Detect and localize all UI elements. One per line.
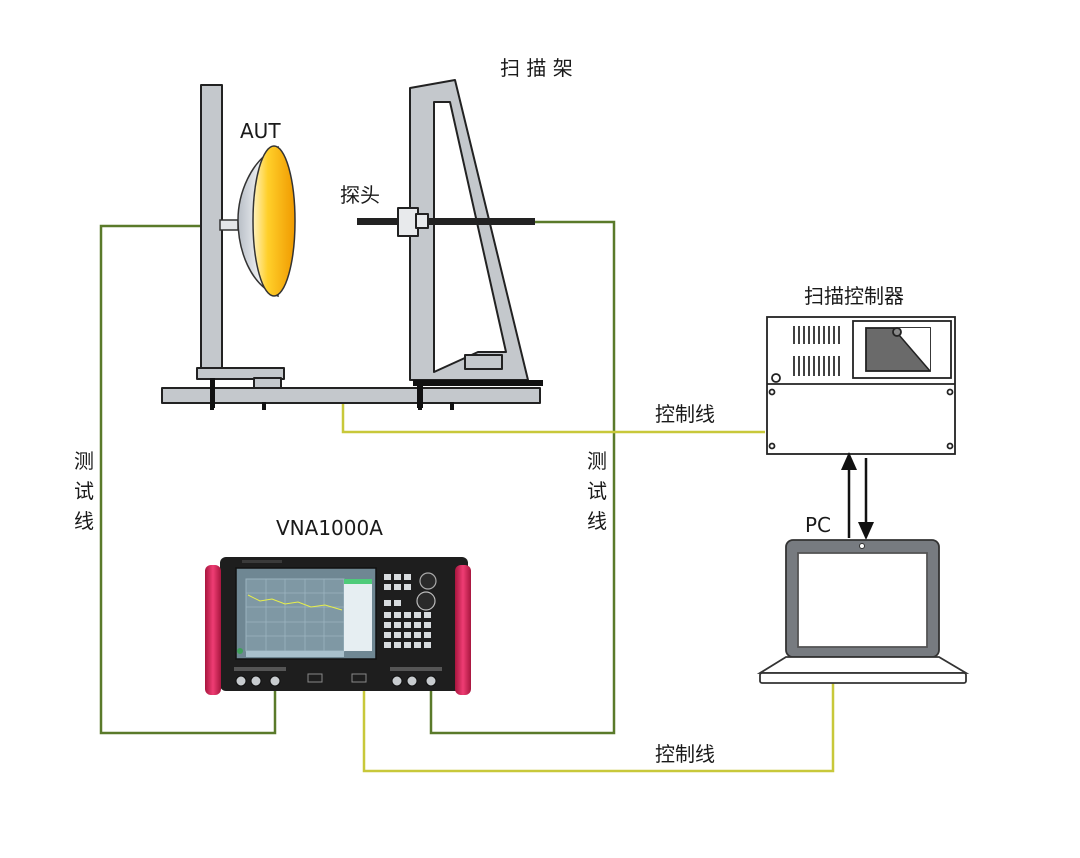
scan-controller-label: 扫描控制器 [804,284,904,308]
laptop-icon [756,539,970,684]
test-line-right [429,220,616,735]
control-line-bottom-label: 控制线 [655,742,715,766]
scan-controller-icon [766,316,956,455]
aut-label: AUT [240,119,281,143]
control-line-bottom [362,683,835,773]
control-line-top-label: 控制线 [655,402,715,426]
scanner-frame-label: 扫 描 架 [500,56,573,80]
test-line-left-label: 测试线 [74,449,94,533]
dish-antenna-icon [219,145,296,298]
vector-network-analyzer-icon [205,557,471,695]
test-line-right-label: 测试线 [587,449,607,533]
controller-pc-link [841,452,874,540]
scanner-frame-icon [161,79,543,410]
pc-label: PC [805,513,832,537]
vna-label: VNA1000A [276,516,383,540]
test-line-left [99,224,277,735]
control-line-top [341,403,765,434]
probe-label: 探头 [340,183,380,207]
